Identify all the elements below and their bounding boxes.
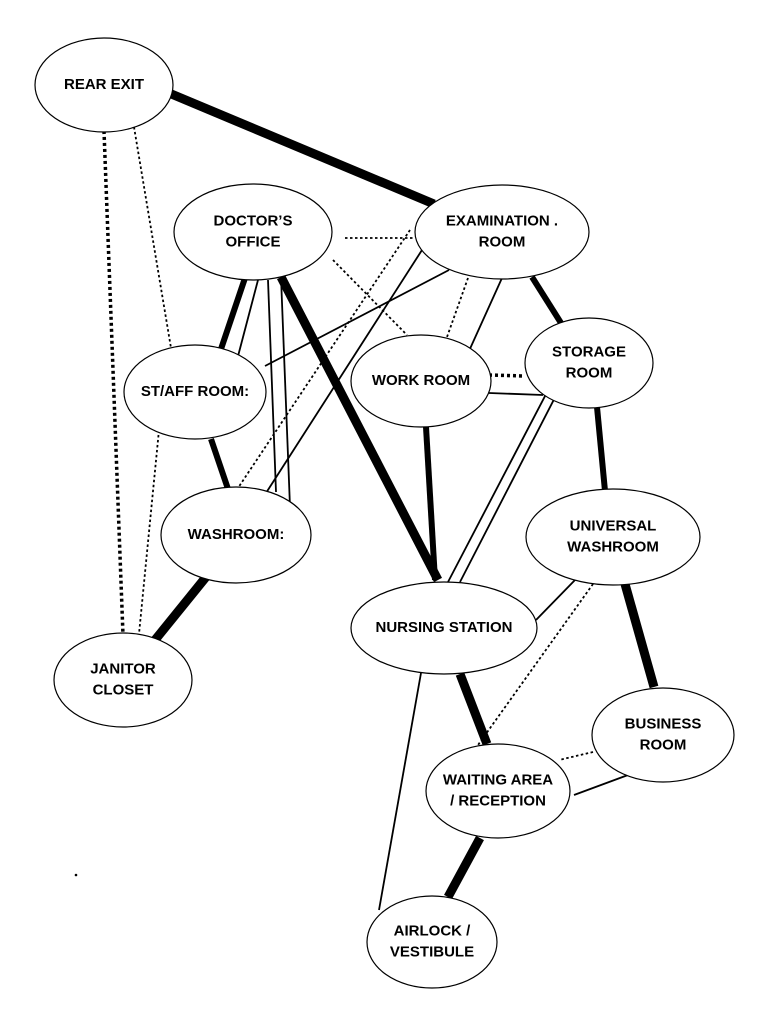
edge-universal-washroom-to-business-room <box>620 582 659 689</box>
node-nursing-station-label: NURSING STATION <box>376 619 513 636</box>
edge-nursing-station-to-waiting-area <box>455 672 492 746</box>
edge-examination-room-to-storage-room <box>529 275 564 325</box>
edge-examination-room-to-washroom <box>265 249 423 494</box>
node-doctors-office-label: OFFICE <box>226 233 281 250</box>
edge-waiting-area-to-airlock <box>444 835 484 900</box>
node-business-room-label: ROOM <box>640 736 687 753</box>
edge-doctors-office-to-washroom <box>267 279 277 493</box>
node-staff-room-ellipse <box>123 344 267 440</box>
node-universal-washroom-label: UNIVERSAL <box>570 517 657 534</box>
node-business-room: BUSINESS ROOM <box>591 687 735 783</box>
edge-storage-room-to-universal-washroom <box>594 406 608 492</box>
edge-doctors-office-to-staff-room <box>236 279 259 361</box>
edge-storage-room-to-nursing-station <box>447 374 557 583</box>
edge-storage-room-to-nursing-station <box>459 377 566 583</box>
node-nursing-station-ellipse <box>350 581 538 675</box>
node-airlock-label: AIRLOCK / <box>394 922 471 939</box>
node-airlock-label: VESTIBULE <box>390 943 474 960</box>
node-waiting-area: WAITING AREA / RECEPTION <box>425 743 571 839</box>
node-examination-room-label: ROOM <box>479 233 526 250</box>
node-work-room: WORK ROOM <box>350 334 492 428</box>
edge-work-room-to-storage-room <box>488 392 544 396</box>
node-janitor-closet-label: JANITOR <box>90 660 156 677</box>
node-examination-room-ellipse <box>414 184 590 280</box>
edge-staff-room-to-washroom <box>208 438 231 490</box>
node-storage-room: STORAGE ROOM <box>524 317 654 409</box>
node-storage-room-label: STORAGE <box>552 343 626 360</box>
node-janitor-closet-label: CLOSET <box>93 681 154 698</box>
node-airlock: AIRLOCK / VESTIBULE <box>366 895 498 989</box>
edge-rear-exit-to-janitor-closet <box>102 130 125 636</box>
node-washroom: WASHROOM: <box>160 486 312 584</box>
node-staff-room-label: ST/AFF ROOM: <box>141 383 249 400</box>
connection-lines <box>102 88 659 911</box>
node-universal-washroom: UNIVERSAL WASHROOM <box>525 488 701 586</box>
node-washroom-label: WASHROOM: <box>188 526 285 543</box>
edge-universal-washroom-to-nursing-station <box>535 579 576 621</box>
node-examination-room-label: EXAMINATION . <box>446 212 558 229</box>
node-janitor-closet: JANITOR CLOSET <box>53 632 193 728</box>
node-universal-washroom-ellipse <box>525 488 701 586</box>
node-business-room-label: BUSINESS <box>625 715 702 732</box>
edge-rear-exit-to-staff-room <box>133 126 172 349</box>
node-waiting-area-label: WAITING AREA <box>443 771 553 788</box>
edge-work-room-to-nursing-station <box>423 426 438 581</box>
node-doctors-office: DOCTOR’S OFFICE <box>173 183 333 281</box>
edge-examination-room-to-staff-room <box>264 269 450 367</box>
edge-examination-room-to-washroom <box>235 229 411 492</box>
edge-nursing-station-to-airlock <box>378 672 422 911</box>
edge-rear-exit-to-examination-room <box>167 88 436 209</box>
node-work-room-ellipse <box>350 334 492 428</box>
node-work-room-label: WORK ROOM <box>372 372 470 389</box>
edge-doctors-office-to-nursing-station <box>277 274 442 583</box>
node-storage-room-label: ROOM <box>566 364 613 381</box>
node-storage-room-ellipse <box>524 317 654 409</box>
node-rear-exit-ellipse <box>34 37 174 133</box>
node-airlock-ellipse <box>366 895 498 989</box>
edge-business-room-to-waiting-area <box>558 751 594 761</box>
edge-doctors-office-to-staff-room <box>217 277 248 353</box>
node-staff-room: ST/AFF ROOM: <box>123 344 267 440</box>
stray-dot <box>74 873 78 877</box>
node-doctors-office-label: DOCTOR’S <box>214 212 293 229</box>
node-nursing-station: NURSING STATION <box>350 581 538 675</box>
edge-doctors-office-to-washroom <box>280 276 291 508</box>
node-washroom-ellipse <box>160 486 312 584</box>
edge-examination-room-to-work-room <box>446 277 469 338</box>
edge-washroom-to-janitor-closet <box>151 574 210 643</box>
node-rear-exit-label: REAR EXIT <box>64 76 144 93</box>
node-waiting-area-label: / RECEPTION <box>450 792 546 809</box>
node-doctors-office-ellipse <box>173 183 333 281</box>
node-janitor-closet-ellipse <box>53 632 193 728</box>
edge-work-room-to-storage-room <box>488 373 525 378</box>
node-examination-room: EXAMINATION . ROOM <box>414 184 590 280</box>
edge-examination-room-to-work-room <box>468 277 503 352</box>
node-waiting-area-ellipse <box>425 743 571 839</box>
edge-business-room-to-waiting-area <box>573 774 629 796</box>
node-business-room-ellipse <box>591 687 735 783</box>
room-nodes: REAR EXIT DOCTOR’S OFFICE EXAMINATION . ROOM… <box>34 37 735 989</box>
node-universal-washroom-label: WASHROOM <box>567 538 659 555</box>
node-rear-exit: REAR EXIT <box>34 37 174 133</box>
edge-staff-room-to-janitor-closet <box>138 429 160 635</box>
